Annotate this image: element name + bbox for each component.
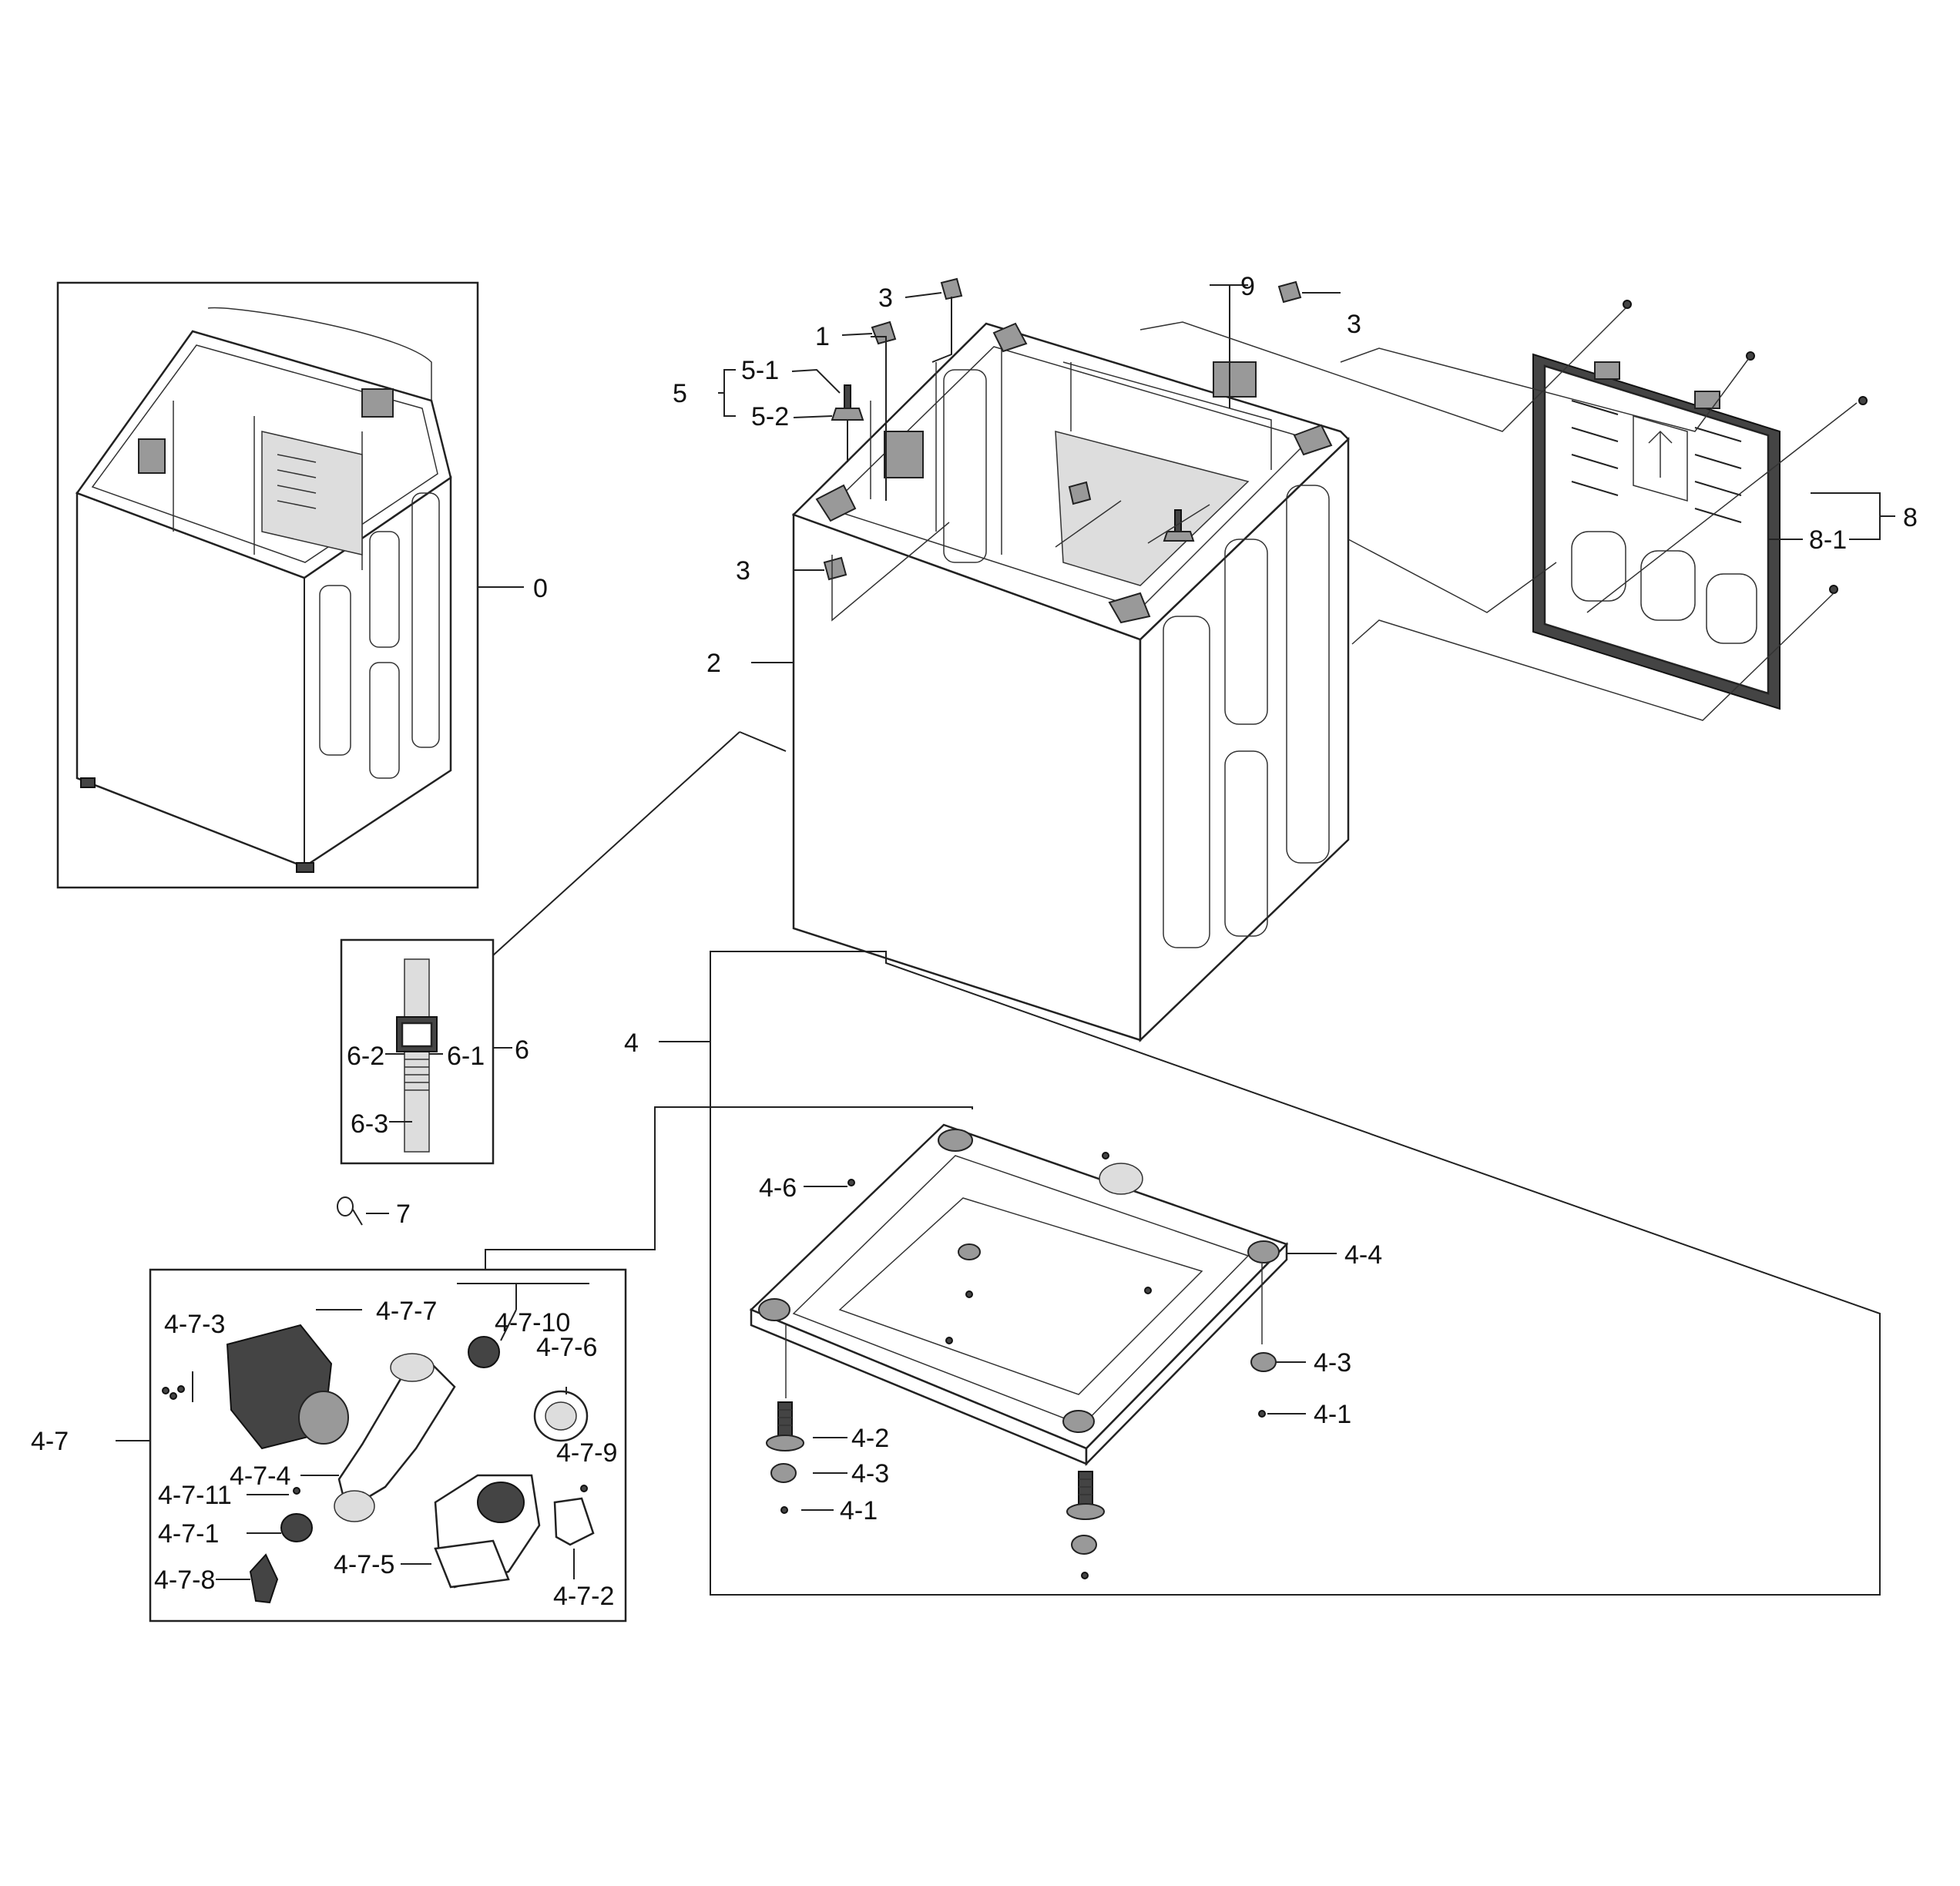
callout-4: 4 bbox=[624, 1029, 639, 1058]
pin-base-5-2 bbox=[831, 408, 864, 421]
pump-cover-4-7-8 bbox=[249, 1553, 279, 1604]
leader-6-cabinet-b bbox=[739, 731, 787, 752]
callout-4-7-9: 4-7-9 bbox=[556, 1438, 617, 1468]
pin-center bbox=[1174, 509, 1182, 532]
callout-4-1-right: 4-1 bbox=[1314, 1400, 1351, 1429]
hanger-3-left bbox=[823, 556, 847, 581]
callout-8: 8 bbox=[1903, 503, 1918, 532]
callout-4-7-1: 4-7-1 bbox=[158, 1519, 219, 1549]
callout-3-left: 3 bbox=[736, 556, 750, 586]
callout-4-7-8: 4-7-8 bbox=[154, 1566, 215, 1595]
assembled-cabinet-inset bbox=[56, 281, 479, 889]
hanger-3-top bbox=[940, 277, 963, 300]
callout-4-3-left: 4-3 bbox=[851, 1459, 889, 1488]
callout-4-7-2: 4-7-2 bbox=[553, 1582, 614, 1611]
callout-6: 6 bbox=[515, 1035, 529, 1065]
callout-4-4: 4-4 bbox=[1344, 1240, 1382, 1270]
callout-4-7-7: 4-7-7 bbox=[376, 1297, 437, 1326]
callout-4-7-4: 4-7-4 bbox=[230, 1461, 290, 1491]
pump-connector bbox=[553, 1497, 595, 1546]
callout-6-1: 6-1 bbox=[447, 1042, 485, 1071]
drain-pump-inset bbox=[149, 1268, 627, 1623]
base-frame-leaders bbox=[785, 1186, 1337, 1511]
pump-bracket bbox=[337, 1362, 456, 1512]
callout-4-7-6: 4-7-6 bbox=[536, 1333, 597, 1362]
callout-3-top: 3 bbox=[878, 284, 893, 313]
callout-7: 7 bbox=[396, 1200, 411, 1229]
callout-5: 5 bbox=[673, 379, 687, 408]
callout-4-7-5: 4-7-5 bbox=[334, 1550, 394, 1579]
callout-1: 1 bbox=[815, 322, 830, 351]
hanger-1 bbox=[871, 320, 897, 345]
pin-5-1 bbox=[844, 384, 851, 409]
callout-6-2: 6-2 bbox=[347, 1042, 384, 1071]
callout-9: 9 bbox=[1240, 272, 1255, 301]
callout-4-3-right: 4-3 bbox=[1314, 1348, 1351, 1378]
leader-4-7-connector bbox=[485, 1106, 973, 1270]
leveling-foot-right bbox=[1250, 1352, 1277, 1418]
callout-8-1: 8-1 bbox=[1809, 525, 1847, 555]
base-frame bbox=[749, 1123, 1289, 1467]
rear-panel bbox=[1532, 353, 1780, 710]
callout-4-7-10: 4-7-10 bbox=[495, 1308, 570, 1337]
hose-hook bbox=[337, 1196, 389, 1226]
callout-6-3: 6-3 bbox=[351, 1109, 388, 1139]
callout-4-7-3: 4-7-3 bbox=[164, 1310, 225, 1339]
hanger-center bbox=[1068, 481, 1092, 505]
callout-0: 0 bbox=[533, 574, 548, 603]
callout-4-2: 4-2 bbox=[851, 1424, 889, 1453]
hose-clamp-inset bbox=[340, 938, 512, 1165]
leader-6-cabinet bbox=[492, 731, 740, 956]
cabinet-leaders bbox=[718, 284, 1341, 663]
base-frame-outline bbox=[659, 951, 1881, 1596]
leveling-foot-left bbox=[766, 1401, 804, 1514]
callout-4-7-11: 4-7-11 bbox=[158, 1481, 232, 1510]
hanger-parts bbox=[823, 277, 1302, 581]
callout-2: 2 bbox=[706, 649, 721, 678]
callout-4-6: 4-6 bbox=[759, 1173, 797, 1203]
rear-panel-screws bbox=[1623, 300, 1868, 594]
callout-3-right: 3 bbox=[1347, 310, 1361, 339]
cabinet-main bbox=[791, 322, 1350, 1042]
rear-panel-leaders bbox=[1139, 307, 1895, 721]
callout-5-2: 5-2 bbox=[751, 402, 789, 431]
leveling-foot-front bbox=[1066, 1471, 1105, 1579]
callout-4-1-left: 4-1 bbox=[840, 1496, 878, 1525]
hanger-3-right bbox=[1277, 280, 1302, 304]
callout-5-1: 5-1 bbox=[741, 356, 779, 385]
callout-4-7: 4-7 bbox=[31, 1427, 69, 1456]
